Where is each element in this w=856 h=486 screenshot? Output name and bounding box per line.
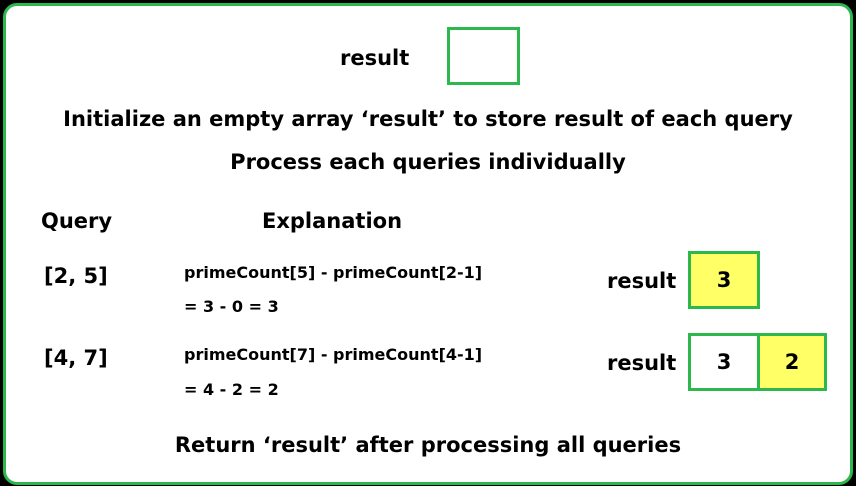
row-2-result-cell-1: 3 [688,333,760,391]
row-1-explanation-line-2: = 3 - 0 = 3 [184,297,279,316]
row-1-result-label: result [607,269,677,293]
row-2-explanation-line-2: = 4 - 2 = 2 [184,380,279,399]
row-2-result-label: result [607,351,677,375]
return-step: Return ‘result’ after processing all que… [174,433,682,457]
row-2-explanation-line-1: primeCount[7] - primeCount[4-1] [184,345,483,364]
row-2-query: [4, 7] [44,346,108,370]
row-1-explanation-line-1: primeCount[5] - primeCount[2-1] [184,263,483,282]
diagram-panel: result Initialize an empty array ‘result… [3,3,853,485]
query-column-header: Query [41,209,113,233]
process-step: Process each queries individually [230,150,626,174]
initial-result-label: result [340,46,410,70]
row-2-result-cell-2: 2 [757,333,827,391]
empty-result-array [447,27,520,85]
initialize-step: Initialize an empty array ‘result’ to st… [63,107,793,131]
row-1-result-cell-1: 3 [688,251,760,309]
row-1-query: [2, 5] [44,264,108,288]
explanation-column-header: Explanation [262,209,403,233]
